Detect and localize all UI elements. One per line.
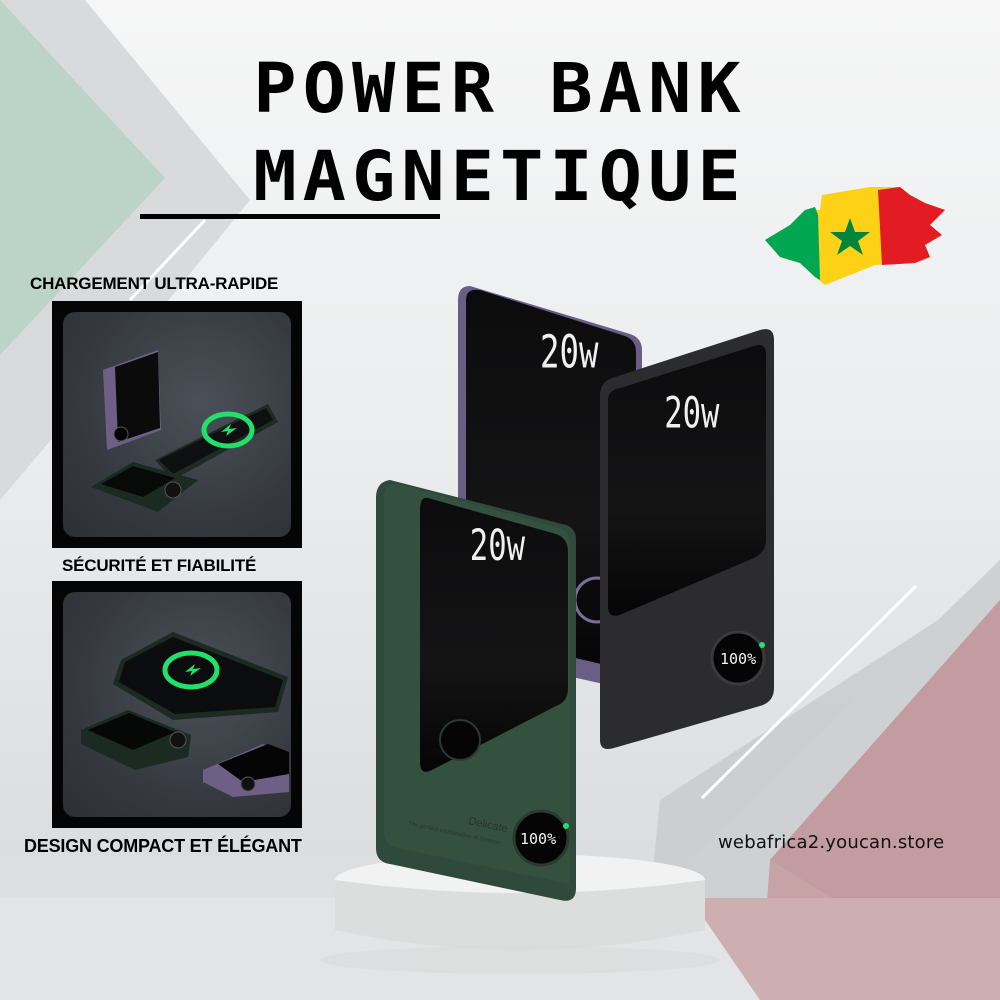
podium-side	[335, 880, 705, 950]
title-line-1: POWER BANK	[253, 48, 747, 128]
charging-scene-illustration	[91, 350, 278, 512]
white-stripe-right	[700, 584, 918, 800]
feature-label-safety: SÉCURITÉ ET FIABILITÉ	[62, 556, 257, 575]
senegal-flag-icon	[765, 187, 945, 285]
phone-on-powerbank-illustration	[81, 632, 289, 797]
white-stripe-left	[128, 218, 207, 302]
floor-pink	[690, 898, 1000, 1000]
podium-shadow	[320, 946, 720, 974]
green-battery-display: 100%	[520, 830, 556, 848]
feature-image-safety	[52, 581, 302, 828]
feature-image-fast-charging	[52, 301, 302, 548]
black-power-bank: 20w 100%	[600, 329, 774, 749]
green-power-bank: 20w Delicate The perfect combination of …	[376, 480, 576, 901]
black-battery-display: 100%	[720, 650, 756, 668]
black-20w-label: 20w	[664, 388, 720, 437]
feature-label-compact-design: DESIGN COMPACT ET ÉLÉGANT	[24, 836, 302, 856]
purple-20w-label: 20w	[540, 327, 599, 379]
title-underline	[140, 214, 440, 219]
title-line-2: MAGNETIQUE	[253, 136, 747, 216]
green-triangle	[0, 0, 165, 355]
website-url[interactable]: webafrica2.youcan.store	[718, 832, 945, 853]
green-20w-label: 20w	[470, 521, 526, 570]
feature-label-fast-charging: CHARGEMENT ULTRA-RAPIDE	[30, 274, 279, 293]
